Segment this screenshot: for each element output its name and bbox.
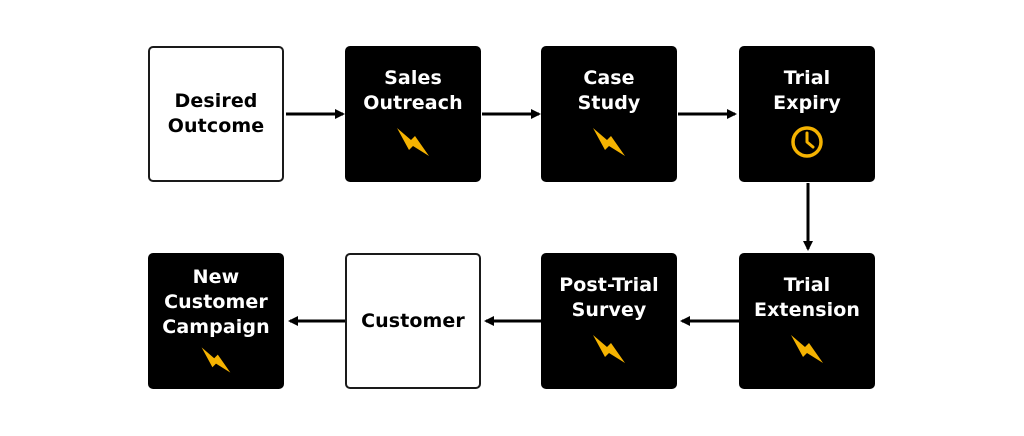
node-label: Sales Outreach [363,67,463,114]
lightning-icon [587,122,631,162]
node-label: New Customer Campaign [162,265,270,338]
node-sales-outreach: Sales Outreach [345,46,481,182]
node-label: Customer [361,309,465,332]
clock-icon [785,122,829,162]
node-post-trial-survey: Post-Trial Survey [541,253,677,389]
node-label: Trial Expiry [773,67,841,114]
node-customer: Customer [345,253,481,389]
node-desired-outcome: Desired Outcome [148,46,284,182]
node-trial-expiry: Trial Expiry [739,46,875,182]
node-label: Post-Trial Survey [559,274,659,321]
lightning-icon [587,329,631,369]
node-case-study: Case Study [541,46,677,182]
node-label: Trial Extension [753,274,861,321]
lightning-icon [391,122,435,162]
lightning-icon [194,342,238,378]
node-label: Case Study [577,67,641,114]
node-new-customer-campaign: New Customer Campaign [148,253,284,389]
node-label: Desired Outcome [167,90,265,137]
node-trial-extension: Trial Extension [739,253,875,389]
lightning-icon [785,329,829,369]
